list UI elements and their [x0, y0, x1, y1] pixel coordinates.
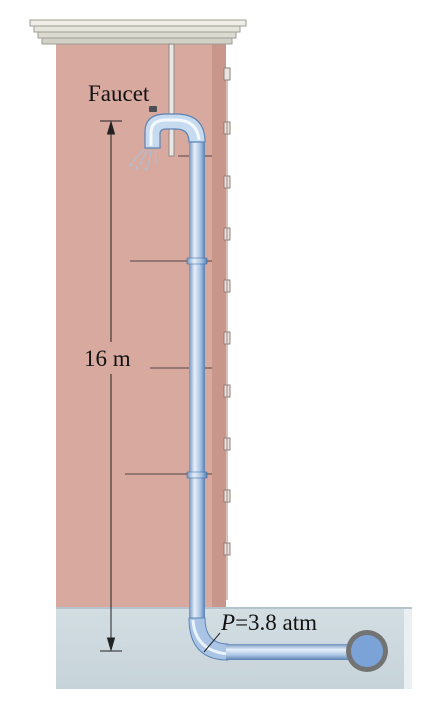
horizontal-pipe: [188, 617, 356, 661]
pressure-value: =3.8 atm: [235, 610, 317, 635]
water-spray: [129, 148, 157, 171]
water-main: [346, 630, 388, 672]
faucet-label: Faucet: [88, 81, 150, 106]
height-label: 16 m: [84, 346, 131, 371]
roof-cornice: [29, 19, 247, 45]
faucet-bracket: [168, 43, 175, 157]
faucet: [129, 106, 206, 171]
vertical-pipe: [186, 142, 208, 622]
height-dimension: [100, 120, 122, 652]
pressure-label: P=3.8 atm: [220, 610, 317, 635]
pressure-variable: P: [220, 610, 235, 635]
pressure-leader: [203, 632, 221, 653]
